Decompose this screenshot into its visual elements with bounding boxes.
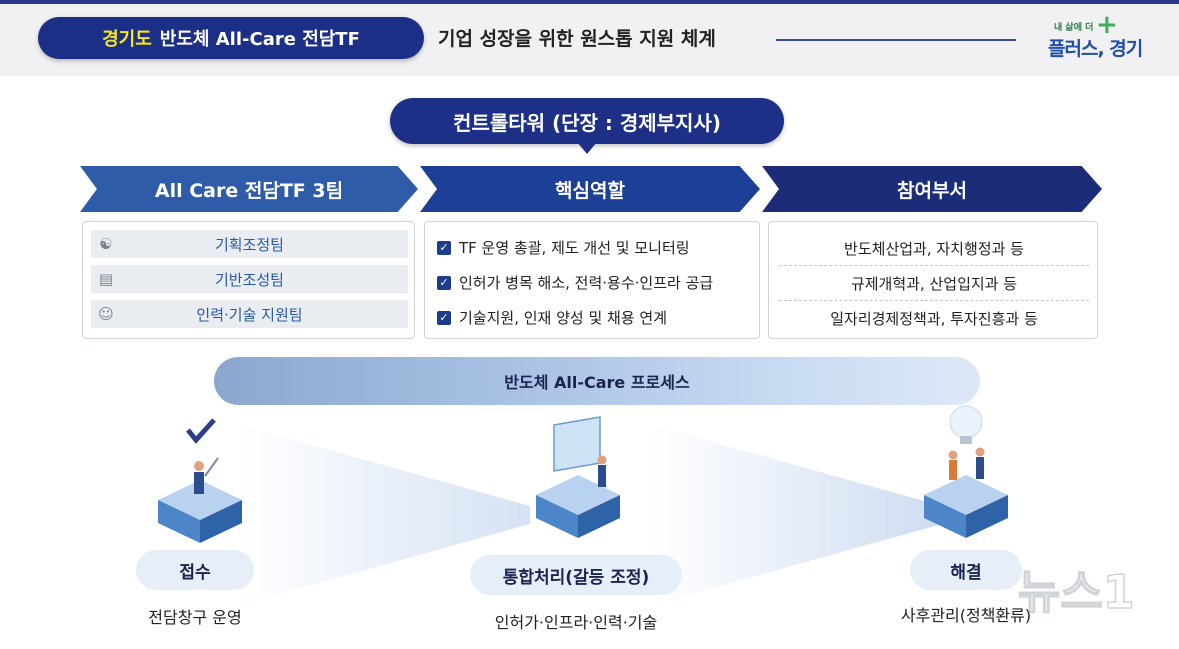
handshake-icon: ☺ [98,305,114,323]
dept-item: 일자리경제정책과, 투자진흥과 등 [830,310,1038,328]
board-icon [553,416,601,472]
role-text: 인허가 병목 해소, 전력·용수·인프라 공급 [459,274,714,292]
team-label: 기획조정팀 [214,235,284,254]
role-text: 기술지원, 인재 양성 및 채용 연계 [459,309,668,327]
person-icon [949,460,957,480]
plus-icon: + [1096,10,1118,40]
role-item: ✓ 인허가 병목 해소, 전력·용수·인프라 공급 [437,272,713,293]
header-title-highlight: 경기도 [102,29,152,50]
logo-text: 플러스, 경기 [1048,38,1143,60]
dept-divider [779,300,1089,301]
depts-header: 참여부서 [762,166,1102,212]
team-label: 인력·기술 지원팀 [196,305,303,324]
people-group-icon: ☯ [99,235,113,253]
team-row: ☯ 기획조정팀 [91,230,408,258]
flow-beam [652,425,942,605]
control-tower-pointer [577,142,597,154]
checkbox-icon: ✓ [437,275,451,290]
depts-box: 반도체산업과, 자치행정과 등 규제개혁과, 산업입지과 등 일자리경제정책과,… [768,221,1098,339]
header-divider [776,39,1016,41]
stage-intake-desc: 전담창구 운영 [148,608,242,627]
clipboard-icon: ▤ [98,270,114,288]
dept-item: 반도체산업과, 자치행정과 등 [844,240,1024,258]
stage-processing-title: 통합처리(갈등 조정) [470,555,682,595]
header-subtitle: 기업 성장을 위한 원스톱 지원 체계 [438,28,716,50]
roles-box: ✓ TF 운영 총괄, 제도 개선 및 모니터링 ✓ 인허가 병목 해소, 전력… [424,221,760,339]
process-banner: 반도체 All-Care 프로세스 [214,357,980,405]
role-item: ✓ TF 운영 총괄, 제도 개선 및 모니터링 [437,237,690,258]
roles-header: 핵심역할 [420,166,760,212]
dept-item: 규제개혁과, 산업입지과 등 [850,275,1018,293]
stage-intake-title: 접수 [136,550,254,590]
stage-processing-desc: 인허가·인프라·인력·기술 [494,613,658,632]
header-title-pill: 경기도 반도체 All-Care 전담TF [38,17,424,59]
header-title: 반도체 All-Care 전담TF [159,29,360,50]
role-text: TF 운영 총괄, 제도 개선 및 모니터링 [459,239,690,257]
resolution-illustration [924,405,1008,538]
top-accent-line [0,0,1179,4]
processing-illustration [536,416,620,538]
person-icon [598,465,606,487]
checkbox-icon: ✓ [437,240,451,255]
stage-resolution-title: 해결 [910,550,1022,590]
intake-illustration [158,418,242,543]
control-tower-pill: 컨트롤타워 (단장 : 경제부지사) [390,98,784,144]
teams-box: ☯ 기획조정팀 ▤ 기반조성팀 ☺ 인력·기술 지원팀 [82,221,415,339]
team-label: 기반조성팀 [214,270,284,289]
team-row: ☺ 인력·기술 지원팀 [91,300,408,328]
team-row: ▤ 기반조성팀 [91,265,408,293]
news1-watermark: 뉴스1 [1017,564,1135,620]
gyeonggi-logo: 내 삶에 더 + 플러스, 경기 [1040,10,1148,66]
role-item: ✓ 기술지원, 인재 양성 및 채용 연계 [437,307,667,328]
person-icon [194,472,204,494]
logo-tagline: 내 삶에 더 [1054,23,1094,33]
lightbulb-icon [949,405,983,439]
checkmark-icon [186,418,216,444]
stage-resolution-desc: 사후관리(정책환류) [900,606,1032,625]
person-icon [976,457,984,479]
dept-divider [779,265,1089,266]
watermark-text: 뉴스1 [1018,565,1135,619]
teams-header: All Care 전담TF 3팀 [80,166,418,212]
checkbox-icon: ✓ [437,310,451,325]
